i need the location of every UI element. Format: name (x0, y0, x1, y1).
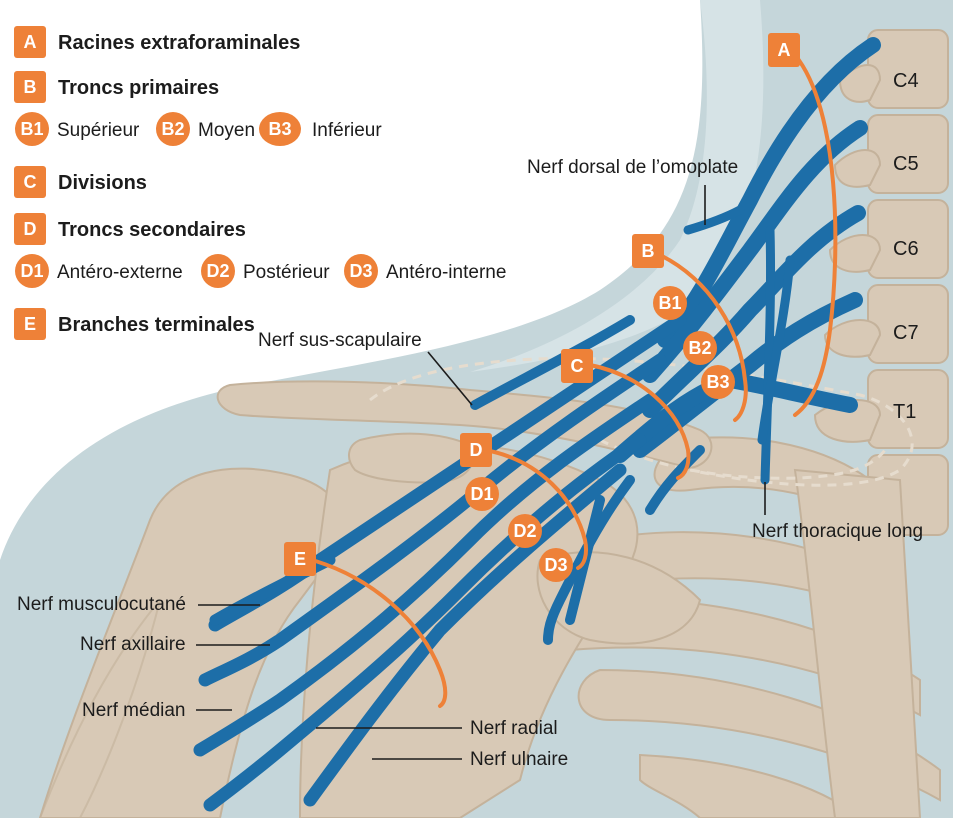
badge-D-figure: D (460, 433, 492, 467)
svg-text:E: E (24, 314, 36, 334)
svg-text:Antéro-interne: Antéro-interne (386, 262, 506, 283)
vertebra-label-c7: C7 (893, 322, 919, 344)
badge-D1-figure: D1 (465, 477, 499, 511)
legend-item-D: D Troncs secondaires (14, 213, 246, 245)
svg-text:C: C (571, 356, 584, 376)
svg-text:A: A (778, 40, 791, 60)
legend-item-A: A Racines extraforaminales (14, 26, 300, 58)
vertebra-label-t1: T1 (893, 401, 916, 423)
vertebra-label-c6: C6 (893, 238, 919, 260)
svg-text:B: B (24, 77, 37, 97)
legend-item-B: B Troncs primaires (14, 71, 219, 103)
spine (813, 29, 949, 536)
badge-A-figure: A (768, 33, 800, 67)
label-median-nerve: Nerf médian (82, 700, 186, 721)
svg-text:Postérieur: Postérieur (243, 262, 330, 283)
badge-B-figure: B (632, 234, 664, 268)
vertebra-label-c4: C4 (893, 70, 919, 92)
svg-text:Troncs primaires: Troncs primaires (58, 77, 219, 99)
svg-text:D: D (24, 219, 37, 239)
svg-text:A: A (24, 32, 37, 52)
neck-highlight (470, 0, 764, 372)
badge-C-figure: C (561, 349, 593, 383)
badge-D2-figure: D2 (508, 514, 542, 548)
svg-text:D3: D3 (349, 261, 372, 281)
legend-item-E: E Branches terminales (14, 308, 255, 340)
svg-text:C: C (24, 172, 37, 192)
rib-outline-dashed (599, 438, 887, 480)
svg-text:B2: B2 (688, 338, 711, 358)
badge-B3-figure: B3 (701, 365, 735, 399)
svg-text:B: B (642, 241, 655, 261)
legend-item-D2: D2 Postérieur (201, 254, 330, 288)
clavicle-outline-dashed (369, 356, 914, 487)
badge-B2-figure: B2 (683, 331, 717, 365)
svg-text:B3: B3 (706, 372, 729, 392)
svg-text:D2: D2 (513, 521, 536, 541)
svg-text:D3: D3 (544, 555, 567, 575)
badge-E-figure: E (284, 542, 316, 576)
legend-item-D3: D3 Antéro-interne (344, 254, 506, 288)
label-axillary-nerve: Nerf axillaire (80, 634, 186, 655)
svg-text:Supérieur: Supérieur (57, 120, 140, 141)
svg-text:D2: D2 (206, 261, 229, 281)
legend: A Racines extraforaminales B Troncs prim… (14, 26, 506, 340)
legend-item-C: C Divisions (14, 166, 147, 198)
svg-text:Antéro-externe: Antéro-externe (57, 262, 183, 283)
svg-text:D1: D1 (470, 484, 493, 504)
svg-text:E: E (294, 549, 306, 569)
svg-text:Moyen: Moyen (198, 120, 255, 141)
legend-item-B2: B2 Moyen (156, 112, 255, 146)
brachial-plexus-nerves (193, 37, 881, 812)
label-long-thoracic-nerve: Nerf thoracique long (752, 521, 923, 542)
svg-text:Racines extraforaminales: Racines extraforaminales (58, 32, 300, 54)
label-ulnar-nerve: Nerf ulnaire (470, 749, 568, 770)
svg-text:B2: B2 (161, 119, 184, 139)
vertebra-label-c5: C5 (893, 153, 919, 175)
label-radial-nerve: Nerf radial (470, 718, 558, 739)
legend-item-B1: B1 Supérieur (15, 112, 140, 146)
svg-text:Inférieur: Inférieur (312, 120, 382, 141)
badge-B1-figure: B1 (653, 286, 687, 320)
label-musculocutaneous-nerve: Nerf musculocutané (17, 594, 186, 615)
legend-item-B3: B3 Inférieur (259, 112, 382, 146)
legend-item-D1: D1 Antéro-externe (15, 254, 183, 288)
svg-text:D: D (470, 440, 483, 460)
svg-text:B1: B1 (20, 119, 43, 139)
svg-text:Divisions: Divisions (58, 172, 147, 194)
svg-text:Troncs secondaires: Troncs secondaires (58, 219, 246, 241)
label-suprascapular-nerve: Nerf sus-scapulaire (258, 330, 422, 351)
label-dorsal-scapular-nerve: Nerf dorsal de l’omoplate (527, 157, 738, 178)
svg-text:D1: D1 (20, 261, 43, 281)
svg-text:B1: B1 (658, 293, 681, 313)
region-arcs (303, 53, 838, 708)
badge-D3-figure: D3 (539, 548, 573, 582)
svg-text:B3: B3 (268, 119, 291, 139)
svg-text:Branches terminales: Branches terminales (58, 314, 255, 336)
